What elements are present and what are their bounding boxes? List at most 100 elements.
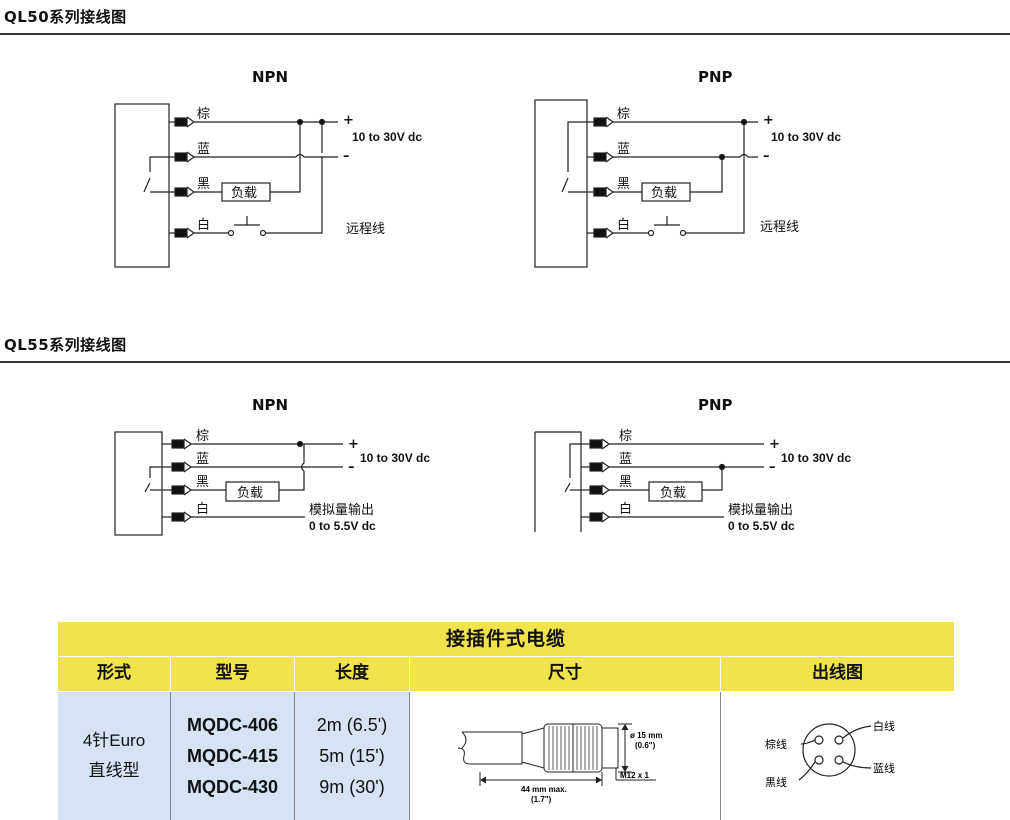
connector-pin xyxy=(593,228,607,238)
switch-contact xyxy=(143,177,151,193)
connector-pin xyxy=(589,512,603,522)
remote-switch-contact xyxy=(259,229,267,237)
connector-arrow xyxy=(601,484,611,496)
ql50-section-title: QL50系列接线图 xyxy=(4,8,127,26)
model-number: MQDC-430 xyxy=(186,776,279,797)
plus-sign: + xyxy=(348,437,359,452)
analog-output-label: 模拟量输出 xyxy=(728,502,793,518)
load-label: 负载 xyxy=(660,486,686,501)
connector-dimension-drawing: ø 15 mm (0.6") 44 mm max. (1.7") M12 x 1 xyxy=(457,723,662,804)
diagram-type-label: PNP xyxy=(698,396,733,414)
remote-switch-contact xyxy=(679,229,687,237)
minus-sign: – xyxy=(769,460,776,475)
type-line: 4针Euro xyxy=(82,731,146,750)
sensor-body xyxy=(534,99,588,268)
analog-output-range: 0 to 5.5V dc xyxy=(728,519,795,533)
diameter-inch-label: (0.6") xyxy=(635,741,656,750)
header-dimensions: 尺寸 xyxy=(410,657,721,691)
ql50-pnp-diagram xyxy=(534,99,758,268)
connector-arrow xyxy=(186,186,196,198)
junction-dot xyxy=(296,440,304,448)
sensor-body xyxy=(535,431,582,532)
connector-arrow xyxy=(605,151,615,163)
plus-sign: + xyxy=(763,113,774,128)
connector-pin xyxy=(593,117,607,127)
junction-dot xyxy=(718,463,726,471)
junction-dot xyxy=(296,118,304,126)
wire-label-blue: 蓝 xyxy=(197,142,210,157)
length-label: 44 mm max. xyxy=(521,785,567,794)
thread-label: M12 x 1 xyxy=(620,771,649,780)
connector-arrow xyxy=(605,227,615,239)
wire-label-brown: 棕 xyxy=(619,429,632,444)
connector-pin xyxy=(589,439,603,449)
supply-voltage: 10 to 30V dc xyxy=(352,130,422,144)
junction-dot xyxy=(318,118,326,126)
remote-switch-contact xyxy=(647,229,655,237)
cable-length: 9m (30') xyxy=(319,776,385,797)
header-type: 形式 xyxy=(58,657,171,691)
load-return xyxy=(702,467,723,491)
load-crossover xyxy=(300,444,305,472)
plus-sign: + xyxy=(769,437,780,452)
connector-arrow xyxy=(183,461,193,473)
plus-sign: + xyxy=(343,113,354,128)
wire-label-black: 黑 xyxy=(196,475,209,490)
cable-end xyxy=(461,731,467,749)
type-line: 直线型 xyxy=(88,761,140,780)
ql55-npn-diagram xyxy=(114,431,343,536)
wire-label-blue: 蓝 xyxy=(196,452,209,467)
connector-pin xyxy=(174,117,188,127)
switch-lead xyxy=(149,466,162,478)
connector-arrow xyxy=(183,438,193,450)
diagram-type-label: NPN xyxy=(252,68,288,86)
ql55-pnp-labels: PNP 棕 蓝 黑 白 负载 + – 10 to 30V dc 模拟量输出 0 … xyxy=(619,396,851,533)
header-length: 长度 xyxy=(295,657,410,691)
connector-boot xyxy=(521,727,545,769)
pin-black xyxy=(814,755,824,765)
cable-table: 接插件式电缆 形式 型号 长度 尺寸 出线图 4针Euro 直线型 MQDC-4… xyxy=(58,622,954,820)
ql50-divider xyxy=(0,33,1010,35)
wire-label-black: 黑 xyxy=(197,177,210,192)
ql50-npn-labels: NPN 棕 蓝 黑 白 负载 + – 10 to 30V dc 远程线 xyxy=(197,68,422,237)
connector-arrow xyxy=(183,484,193,496)
leader-white xyxy=(842,725,872,739)
load-return xyxy=(690,157,723,193)
wire-label-black: 黑 xyxy=(619,475,632,490)
blue-wire-crossover xyxy=(739,153,758,158)
connector-pin xyxy=(174,152,188,162)
model-number: MQDC-415 xyxy=(186,745,279,766)
switch-contact xyxy=(144,482,151,493)
connector-pin xyxy=(171,485,185,495)
leader-black xyxy=(798,761,816,781)
connector-pin xyxy=(589,485,603,495)
pinout-diagram: 白线 棕线 蓝线 黑线 xyxy=(765,719,895,789)
connector-arrow xyxy=(601,438,611,450)
thread-end xyxy=(601,727,619,769)
pin-label-white: 白线 xyxy=(873,719,895,733)
minus-sign: – xyxy=(763,149,770,164)
wire-label-black: 黑 xyxy=(617,177,630,192)
connector-arrow xyxy=(605,186,615,198)
remote-line-label: 远程线 xyxy=(346,222,385,237)
connector-arrow xyxy=(601,461,611,473)
leader-brown xyxy=(800,739,816,745)
connector-arrow xyxy=(605,116,615,128)
supply-voltage: 10 to 30V dc xyxy=(781,451,851,465)
cell-pinout: 白线 棕线 蓝线 黑线 xyxy=(721,692,954,820)
connector-pin xyxy=(171,439,185,449)
connector-pin xyxy=(593,152,607,162)
minus-sign: – xyxy=(348,460,355,475)
cell-lengths: 2m (6.5') 5m (15') 9m (30') xyxy=(295,692,410,820)
remote-line xyxy=(686,122,745,234)
wire-label-white: 白 xyxy=(619,501,632,517)
ql55-section-title: QL55系列接线图 xyxy=(4,336,127,354)
load-box xyxy=(225,481,280,502)
switch-lead xyxy=(569,443,581,478)
header-pinout: 出线图 xyxy=(812,663,863,683)
table-row: 4针Euro 直线型 MQDC-406 MQDC-415 MQDC-430 2m… xyxy=(58,691,954,820)
load-return xyxy=(279,471,305,491)
wire-label-brown: 棕 xyxy=(197,107,210,122)
ql55-pnp-diagram xyxy=(534,431,764,532)
cable-table-title: 接插件式电缆 xyxy=(58,622,954,656)
